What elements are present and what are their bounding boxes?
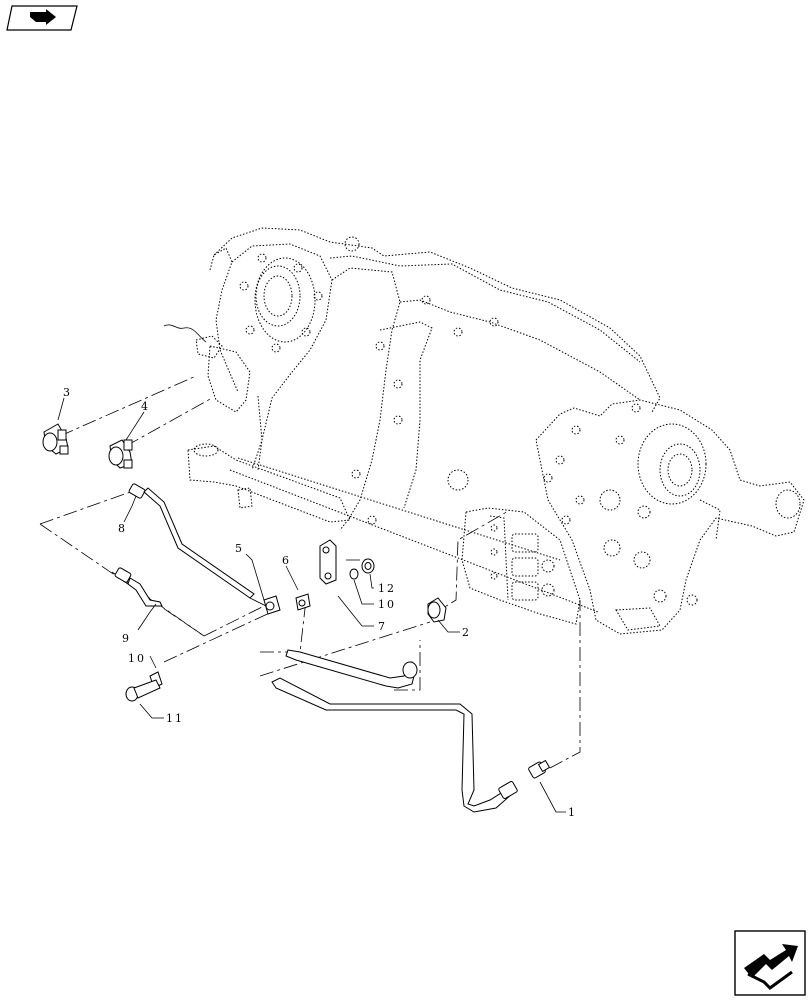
callout-labels: 3 4 8 9 10 5 6 7 10 12 2 11 1 [63, 386, 577, 819]
part-1-fitting [528, 759, 551, 779]
callout-4: 4 [141, 400, 150, 413]
callout-2: 2 [462, 626, 471, 639]
part-8-tube [128, 483, 267, 607]
callout-1: 1 [568, 806, 577, 819]
leader-lines [57, 397, 566, 813]
page-back-arrow-icon [6, 5, 78, 31]
previous-page-button[interactable] [6, 5, 78, 31]
part-3-elbow-fitting [42, 423, 69, 455]
callout-11: 11 [166, 712, 184, 725]
callout-3: 3 [63, 386, 72, 399]
part-6-clip [295, 593, 311, 611]
part-2-elbow-fitting [427, 597, 447, 623]
callout-10-lower: 10 [128, 652, 146, 665]
callout-12: 12 [378, 582, 396, 595]
page-forward-arrow-icon [734, 930, 806, 996]
upper-tube [285, 649, 418, 689]
part-7-bracket [319, 539, 337, 585]
transmission-housing-outline [163, 227, 805, 635]
callout-8: 8 [118, 522, 127, 535]
callout-9: 9 [122, 632, 131, 645]
part-10-washer [349, 568, 359, 580]
part-5-clamp [263, 595, 281, 615]
assembly-lines [39, 375, 581, 769]
part-12-nut [361, 558, 375, 574]
callout-5: 5 [235, 542, 244, 555]
part-11-bolt [125, 679, 161, 702]
next-page-button[interactable] [734, 930, 806, 996]
lower-tube [271, 677, 518, 813]
callout-10-upper: 10 [378, 598, 396, 611]
callout-7: 7 [378, 620, 387, 633]
part-4-elbow-fitting [108, 439, 133, 469]
part-9-tube [114, 567, 163, 607]
callout-6: 6 [282, 554, 291, 567]
